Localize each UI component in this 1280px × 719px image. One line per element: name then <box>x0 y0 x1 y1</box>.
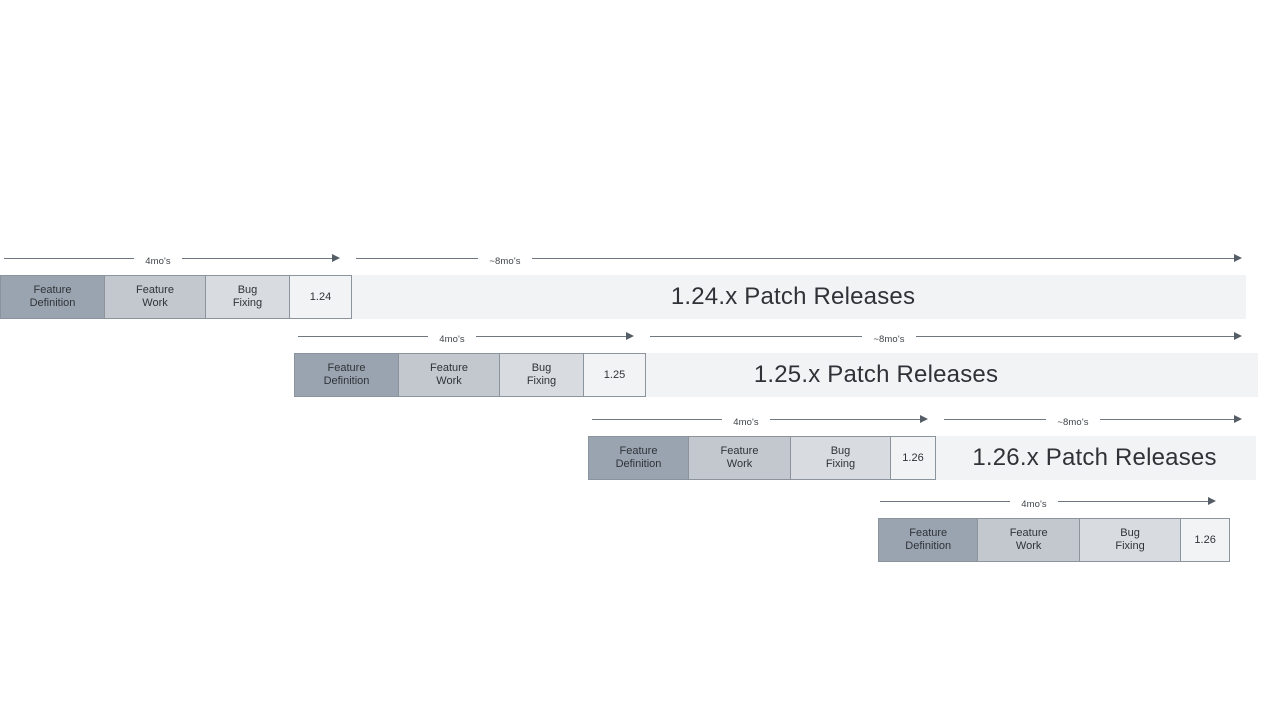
phase-label-line2: Definition <box>29 297 76 309</box>
phase-label-line1: Bug <box>830 445 851 458</box>
phase-feature-work-126: Feature Work <box>689 437 791 479</box>
arrow-head-icon <box>1208 497 1216 505</box>
version-marker-124: 1.24 <box>290 276 351 318</box>
arrow-head-icon <box>920 415 928 423</box>
phase-label-line2: Fixing <box>825 458 856 470</box>
version-marker-125: 1.25 <box>584 354 645 396</box>
phase-label-line2: Fixing <box>232 297 263 309</box>
patch-release-label-125: 1.25.x Patch Releases <box>753 361 999 388</box>
dev-duration-label-125: 4mo's <box>439 334 465 345</box>
patch-duration-arrow-125: ~8mo's <box>650 328 1242 346</box>
patch-duration-label-124: ~8mo's <box>489 256 521 267</box>
version-label: 1.25 <box>603 368 626 381</box>
patch-release-label-124: 1.24.x Patch Releases <box>670 283 916 310</box>
phase-label-line2: Work <box>142 297 168 309</box>
arrow-head-icon <box>1234 415 1242 423</box>
phase-label-line1: Feature <box>1009 527 1048 540</box>
phase-feature-work-next: Feature Work <box>978 519 1080 561</box>
phase-label-line2: Definition <box>905 540 952 552</box>
dev-duration-arrow-next: 4mo's <box>880 493 1216 511</box>
dev-duration-label-next: 4mo's <box>1021 499 1047 510</box>
phase-label-line1: Feature <box>327 362 366 375</box>
phase-label-line1: Bug <box>237 284 258 297</box>
version-label: 1.24 <box>309 290 332 303</box>
phase-bug-fixing-124: Bug Fixing <box>206 276 290 318</box>
phase-label-line2: Definition <box>615 458 662 470</box>
version-label: 1.26 <box>1194 533 1216 546</box>
phase-label-line2: Work <box>726 458 753 470</box>
arrow-head-icon <box>1234 332 1242 340</box>
phase-label-line2: Definition <box>323 375 370 387</box>
phase-feature-work-124: Feature Work <box>105 276 206 318</box>
phase-feature-work-125: Feature Work <box>399 354 500 396</box>
dev-duration-arrow-126: 4mo's <box>592 411 928 429</box>
dev-duration-label-126: 4mo's <box>733 417 759 428</box>
phase-bar-next: Feature Definition Feature Work Bug Fixi… <box>878 518 1230 562</box>
patch-duration-arrow-124: ~8mo's <box>356 250 1242 268</box>
patch-duration-arrow-126: ~8mo's <box>944 411 1242 429</box>
version-marker-126: 1.26 <box>891 437 935 479</box>
version-label: 1.26 <box>902 451 924 464</box>
phase-label-line2: Fixing <box>526 375 557 387</box>
phase-label-line1: Feature <box>33 284 72 297</box>
phase-label-line1: Bug <box>1120 527 1140 540</box>
phase-label-line1: Feature <box>430 362 468 375</box>
arrow-head-icon <box>1234 254 1242 262</box>
dev-duration-arrow-124: 4mo's <box>4 250 340 268</box>
arrow-head-icon <box>626 332 634 340</box>
phase-bug-fixing-next: Bug Fixing <box>1079 519 1182 561</box>
phase-feature-definition-next: Feature Definition <box>879 519 979 561</box>
arrow-head-icon <box>332 254 340 262</box>
dev-duration-arrow-125: 4mo's <box>298 328 634 346</box>
phase-label-line1: Feature <box>720 445 759 458</box>
patch-duration-label-126: ~8mo's <box>1057 417 1089 428</box>
phase-bar-125: Feature Definition Feature Work Bug Fixi… <box>294 353 646 397</box>
phase-label-line2: Fixing <box>1115 540 1145 552</box>
phase-feature-definition-124: Feature Definition <box>1 276 105 318</box>
phase-feature-definition-126: Feature Definition <box>589 437 689 479</box>
phase-label-line1: Bug <box>531 362 552 375</box>
version-marker-next: 1.26 <box>1181 519 1229 561</box>
phase-label-line2: Work <box>436 375 462 387</box>
phase-bug-fixing-126: Bug Fixing <box>791 437 891 479</box>
phase-label-line1: Feature <box>619 445 658 458</box>
phase-label-line2: Work <box>1015 540 1042 552</box>
phase-bar-126: Feature Definition Feature Work Bug Fixi… <box>588 436 936 480</box>
phase-bug-fixing-125: Bug Fixing <box>500 354 584 396</box>
phase-label-line1: Feature <box>909 527 948 540</box>
dev-duration-label-124: 4mo's <box>145 256 171 267</box>
phase-label-line1: Feature <box>136 284 174 297</box>
patch-release-label-126: 1.26.x Patch Releases <box>972 444 1217 471</box>
phase-bar-124: Feature Definition Feature Work Bug Fixi… <box>0 275 352 319</box>
phase-feature-definition-125: Feature Definition <box>295 354 399 396</box>
patch-duration-label-125: ~8mo's <box>873 334 905 345</box>
